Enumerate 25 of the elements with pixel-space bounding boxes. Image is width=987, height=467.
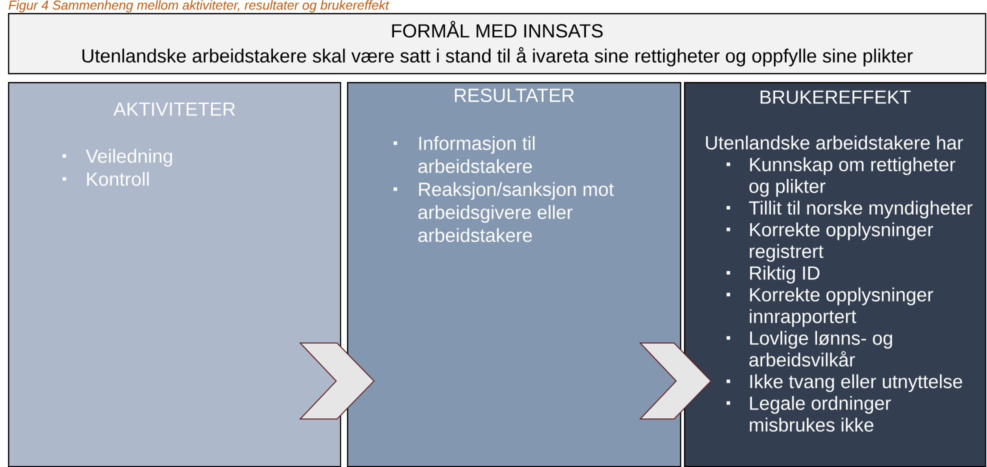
bullet-text: Riktig ID — [750, 266, 820, 284]
stage-box — [8, 82, 342, 467]
bullet-text: Reaksjon/sanksjon mot arbeidsgivere eller arbeidstakere — [418, 182, 614, 242]
purpose-text: Utenlandske arbeidstakere skal være satt i stand til å ivareta sine rettigheter og oppfylle sine plikter — [82, 47, 913, 66]
box-heading: BRUKEREFFEKT — [760, 90, 911, 104]
bullet-text: Veiledning — [86, 148, 172, 167]
bullet-text: Ikke tvang eller utnyttelse — [750, 374, 962, 392]
bullet-text: Korrekte opplysninger registrert — [750, 222, 934, 262]
bullet-text: Kontroll — [87, 172, 149, 186]
chevron-arrow — [299, 342, 375, 420]
bullet-text: Legale ordninger misbrukes ikke — [750, 396, 891, 432]
stage-box — [684, 82, 986, 467]
intro-text: Utenlandske arbeidstakere har — [706, 136, 963, 150]
purpose-box — [8, 13, 986, 74]
box-heading: FORMÅL MED INNSATS — [392, 20, 603, 38]
chevron-arrow — [639, 342, 712, 420]
bullet-text: Korrekte opplysninger innrapportert — [750, 288, 934, 327]
figure-title: Figur 4 Sammenheng mellom aktiviteter, resultater og brukereffekt — [8, 0, 390, 12]
box-heading: AKTIVITETER — [113, 102, 235, 116]
box-heading: RESULTATER — [454, 88, 574, 102]
bullet-text: Lovlige lønns- og arbeidsvilkår — [749, 330, 892, 367]
bullet-text: Kunnskap om rettigheter og plikter — [749, 157, 956, 197]
bullet-text: Informasjon til arbeidstakere — [418, 136, 535, 174]
bullet-text: Tillit til norske myndigheter — [749, 200, 972, 218]
stage-box — [347, 82, 682, 467]
